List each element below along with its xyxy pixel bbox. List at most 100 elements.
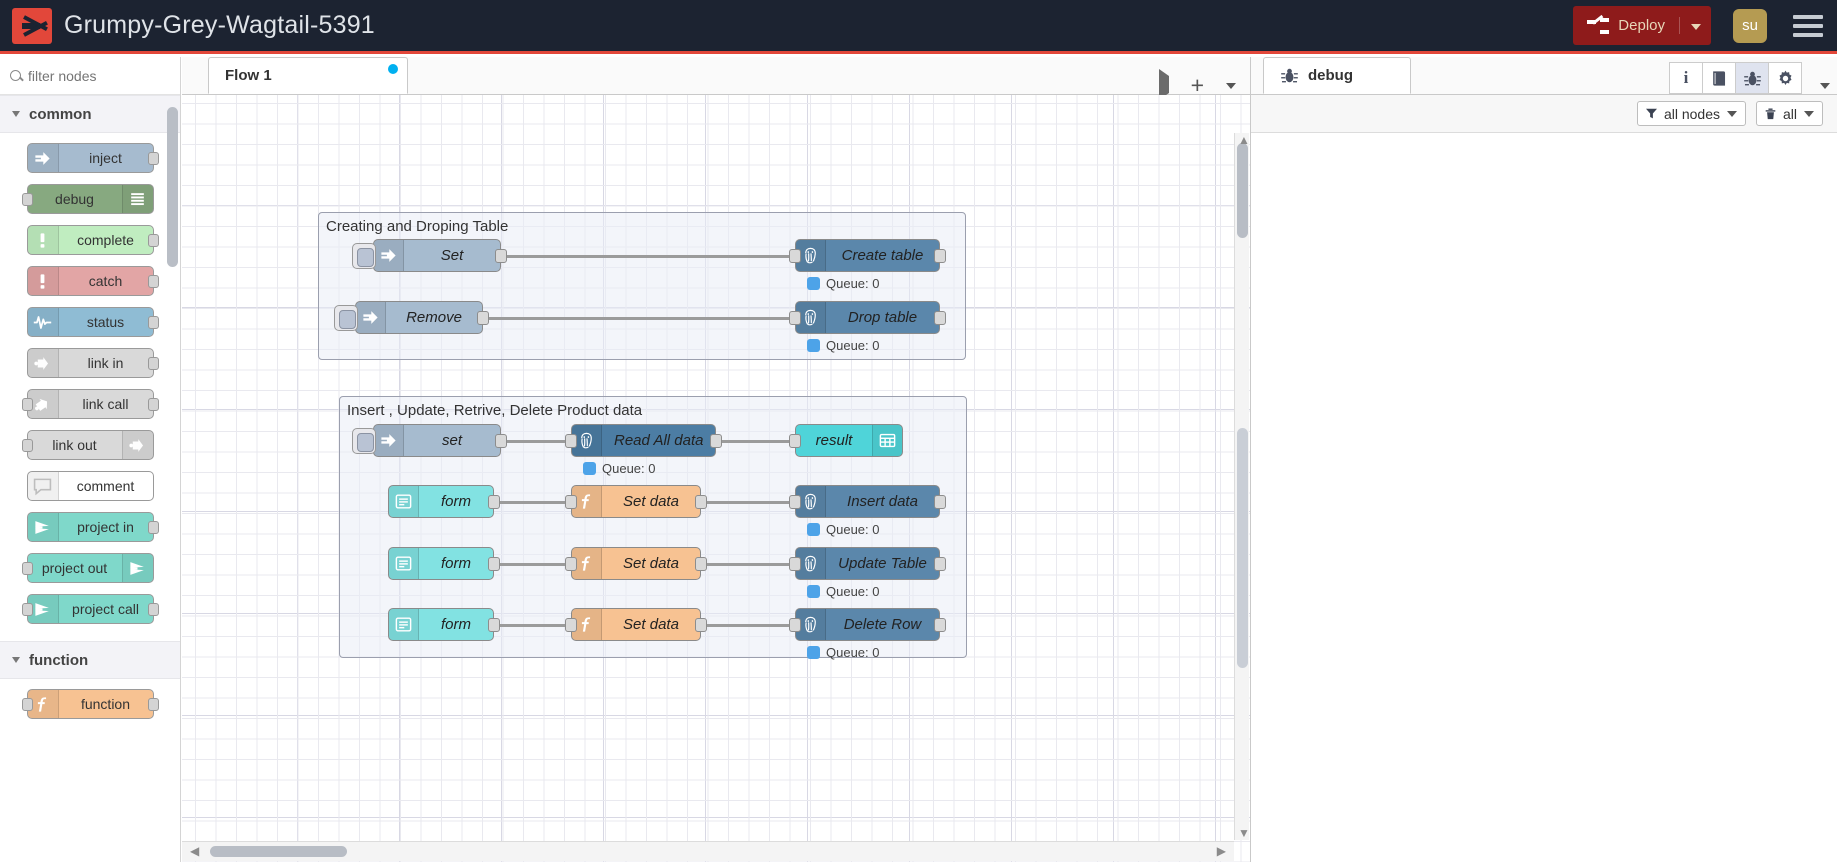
flow-node-port-in[interactable]: [565, 434, 577, 448]
flow-node-port-out[interactable]: [934, 557, 946, 571]
flow-node-port-in[interactable]: [565, 557, 577, 571]
flow-wire[interactable]: [494, 624, 571, 627]
canvas-vscroll-thumb[interactable]: [1237, 428, 1248, 668]
palette-scrollbar-thumb[interactable]: [167, 107, 178, 267]
canvas-vscroll-thumb-top[interactable]: [1237, 143, 1248, 238]
flow-node-createtable[interactable]: Create table: [789, 239, 946, 272]
deploy-dropdown-caret-icon[interactable]: [1679, 17, 1701, 34]
flow-node-result[interactable]: result: [789, 424, 903, 457]
avatar[interactable]: su: [1733, 8, 1767, 43]
flow-node-remove1[interactable]: Remove: [334, 301, 489, 334]
palette-category-function[interactable]: function: [0, 641, 180, 679]
flow-node-insertdata[interactable]: Insert data: [789, 485, 946, 518]
palette-node-link-out[interactable]: link out: [21, 430, 154, 460]
flow-node-droptable[interactable]: Drop table: [789, 301, 946, 334]
flow-node-port-out[interactable]: [488, 557, 500, 571]
canvas-vertical-scrollbar[interactable]: ▲ ▼: [1234, 133, 1250, 840]
flow-node-port-out[interactable]: [488, 618, 500, 632]
flow-node-port-out[interactable]: [695, 618, 707, 632]
flow-node-port-out[interactable]: [934, 311, 946, 325]
palette-node-function[interactable]: function: [21, 689, 159, 719]
flow-node-port-out[interactable]: [477, 311, 489, 325]
flow-wire[interactable]: [494, 501, 571, 504]
palette-node-complete[interactable]: complete: [26, 225, 159, 255]
flow-node-port-out[interactable]: [695, 557, 707, 571]
flow-node-port-in[interactable]: [789, 249, 801, 263]
palette-node-project-out[interactable]: project out: [21, 553, 154, 583]
palette-node-link-call[interactable]: link call: [21, 389, 159, 419]
flow-node-setdata3[interactable]: Set data: [565, 608, 707, 641]
sidebar-bug-icon[interactable]: [1735, 62, 1769, 94]
flow-node-port-out[interactable]: [934, 249, 946, 263]
flow-node-port-out[interactable]: [934, 495, 946, 509]
deploy-button[interactable]: Deploy: [1573, 6, 1711, 45]
sidebar-more-icon[interactable]: [1810, 76, 1837, 94]
postgres-icon: [796, 548, 826, 579]
flow-node-port-out[interactable]: [934, 618, 946, 632]
palette-node-inject[interactable]: inject: [26, 143, 159, 173]
palette-node-link-in[interactable]: link in: [26, 348, 159, 378]
flow-wire[interactable]: [501, 255, 795, 258]
flow-wire[interactable]: [494, 563, 571, 566]
palette-node-project-in[interactable]: project in: [26, 512, 159, 542]
status-dot: [807, 523, 820, 536]
sidebar-info-icon[interactable]: i: [1669, 62, 1703, 94]
flow-node-port-in[interactable]: [789, 618, 801, 632]
debug-clear-dropdown[interactable]: all: [1755, 101, 1823, 126]
debug-filter-dropdown[interactable]: all nodes: [1636, 101, 1746, 126]
flow-wire[interactable]: [501, 440, 571, 443]
palette-node-debug[interactable]: debug: [21, 184, 154, 214]
flow-node-port-out[interactable]: [495, 434, 507, 448]
flow-node-set1[interactable]: Set: [352, 239, 507, 272]
palette-category-common[interactable]: common: [0, 95, 180, 133]
palette-search-row[interactable]: [0, 57, 180, 95]
flow-node-form2[interactable]: form: [388, 547, 500, 580]
palette-node-catch[interactable]: catch: [26, 266, 159, 296]
flow-node-set2[interactable]: set: [352, 424, 507, 457]
node-red-logo-icon: [12, 7, 52, 44]
flow-node-setdata2[interactable]: Set data: [565, 547, 707, 580]
palette-node-project-call[interactable]: project call: [21, 594, 159, 624]
flow-node-setdata1[interactable]: Set data: [565, 485, 707, 518]
inject-trigger-button[interactable]: [352, 243, 376, 269]
flow-group[interactable]: Creating and Droping Table: [318, 212, 966, 360]
flow-node-form3[interactable]: form: [388, 608, 500, 641]
flow-node-deleterow[interactable]: Delete Row: [789, 608, 946, 641]
table-icon: [872, 425, 902, 456]
flow-node-port-out[interactable]: [710, 434, 722, 448]
canvas-horizontal-scrollbar[interactable]: ◀ ▶: [182, 841, 1234, 861]
flow-node-port-in[interactable]: [789, 495, 801, 509]
flow-wire[interactable]: [701, 624, 795, 627]
tab-debug[interactable]: debug: [1263, 57, 1411, 94]
flow-node-port-out[interactable]: [488, 495, 500, 509]
flow-node-updatetable[interactable]: Update Table: [789, 547, 946, 580]
inject-trigger-button[interactable]: [334, 305, 358, 331]
flow-node-port-in[interactable]: [789, 311, 801, 325]
sidebar-gear-icon[interactable]: [1768, 62, 1802, 94]
flow-node-port-in[interactable]: [565, 495, 577, 509]
flow-node-port-in[interactable]: [565, 618, 577, 632]
flow-node-readall[interactable]: Read All data: [565, 424, 722, 457]
flow-wire[interactable]: [716, 440, 795, 443]
flow-wire[interactable]: [483, 317, 795, 320]
plus-icon[interactable]: +: [1190, 72, 1204, 98]
flow-node-port-in[interactable]: [789, 557, 801, 571]
flow-node-port-out[interactable]: [495, 249, 507, 263]
tab-flow-1[interactable]: Flow 1: [208, 57, 408, 94]
debug-message-list[interactable]: [1251, 190, 1837, 862]
flow-node-port-in[interactable]: [789, 434, 801, 448]
flow-wire[interactable]: [701, 501, 795, 504]
play-icon[interactable]: [1158, 69, 1169, 100]
flow-node-port-out[interactable]: [695, 495, 707, 509]
palette-node-comment[interactable]: comment: [26, 471, 154, 501]
canvas-hscroll-thumb[interactable]: [210, 846, 347, 857]
flow-node-form1[interactable]: form: [388, 485, 500, 518]
hamburger-menu-icon[interactable]: [1793, 10, 1823, 42]
search-input[interactable]: [28, 67, 148, 84]
chevron-down-icon[interactable]: [1226, 76, 1236, 94]
inject-trigger-button[interactable]: [352, 428, 376, 454]
flow-wire[interactable]: [701, 563, 795, 566]
sidebar-book-icon[interactable]: [1702, 62, 1736, 94]
palette-node-status[interactable]: status: [26, 307, 159, 337]
